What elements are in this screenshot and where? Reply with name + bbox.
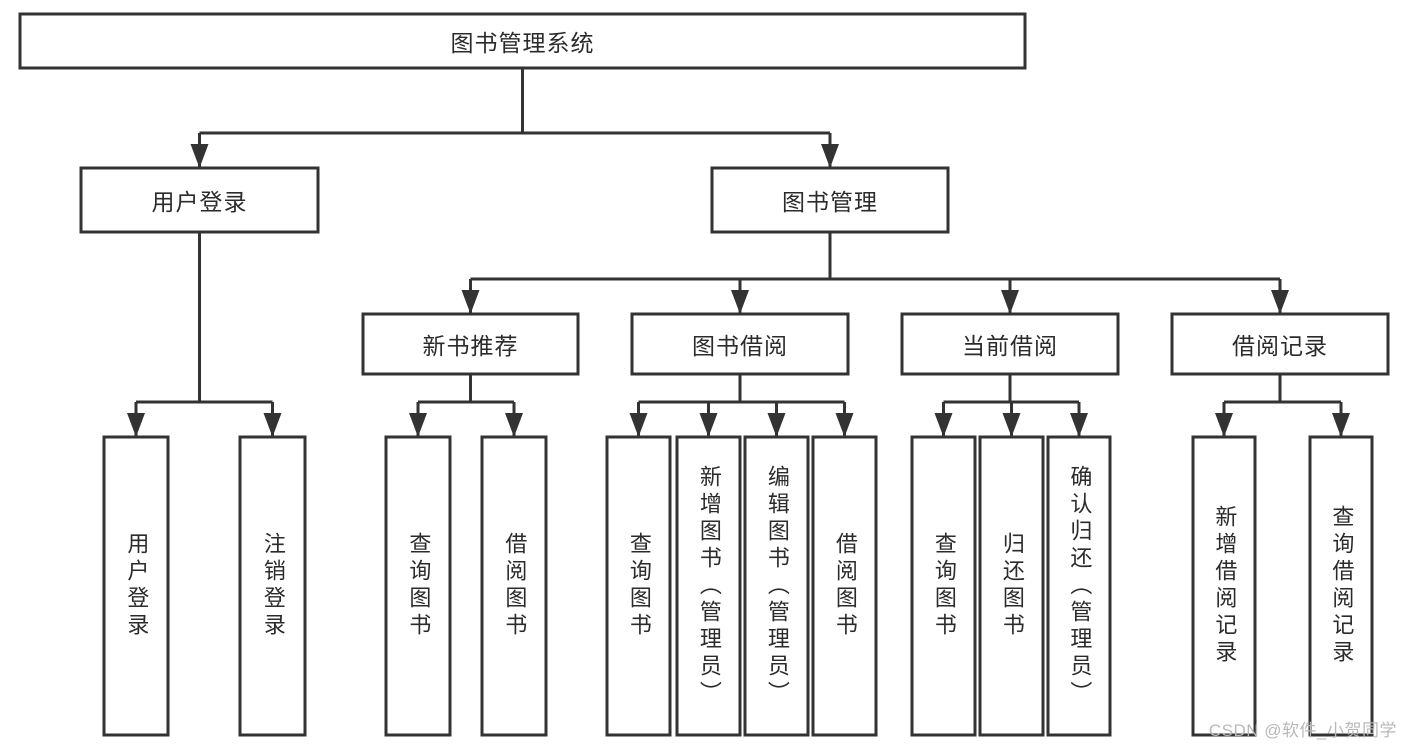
arrow-head-l3-borrow-record-0 [1215, 413, 1233, 437]
node-box-leaf-cb-confirm[interactable] [1046, 435, 1112, 737]
node-box-leaf-bb-query[interactable] [605, 435, 672, 737]
arrow-head-l2-book-manage-1 [731, 290, 749, 314]
node-box-root[interactable] [18, 12, 1027, 70]
watermark-text: CSDN @软件_小贺同学 [1208, 721, 1397, 740]
arrow-head-l2-book-manage-0 [461, 290, 480, 314]
arrow-head-l3-book-borrow-1 [699, 413, 718, 437]
node-box-l3-book-borrow[interactable] [630, 312, 850, 376]
node-box-leaf-nb-borrow[interactable] [480, 435, 548, 737]
arrow-head-l3-current-borrow-1 [1002, 413, 1021, 437]
arrow-head-l2-user-login-0 [127, 413, 145, 437]
node-box-leaf-user-logout[interactable] [238, 435, 307, 737]
arrow-head-l3-current-borrow-2 [1070, 413, 1088, 437]
node-box-leaf-user-login[interactable] [102, 435, 170, 737]
arrow-head-l2-book-manage-3 [1271, 290, 1289, 314]
node-box-leaf-nb-query[interactable] [384, 435, 452, 737]
arrow-head-root-0 [190, 144, 209, 168]
node-box-leaf-br-query[interactable] [1308, 435, 1374, 737]
connector-layer [127, 68, 1350, 437]
arrow-head-l3-new-book-0 [409, 413, 427, 437]
node-box-l3-new-book[interactable] [361, 312, 580, 376]
arrow-head-l2-book-manage-2 [1001, 290, 1019, 314]
node-box-leaf-bb-edit[interactable] [743, 435, 810, 737]
arrow-head-l3-book-borrow-0 [629, 413, 648, 437]
arrow-head-l3-new-book-1 [505, 413, 523, 437]
arrow-head-l3-book-borrow-3 [835, 413, 854, 437]
arrow-head-root-1 [821, 144, 839, 168]
node-box-l3-current-borrow[interactable] [900, 312, 1120, 376]
arrow-head-l2-user-login-1 [263, 413, 282, 437]
arrow-head-l3-book-borrow-2 [767, 413, 786, 437]
node-box-l2-book-manage[interactable] [710, 166, 950, 234]
node-box-leaf-br-add[interactable] [1191, 435, 1257, 737]
node-box-l3-borrow-record[interactable] [1170, 312, 1390, 376]
arrow-head-l3-current-borrow-0 [934, 413, 953, 437]
arrow-head-l3-borrow-record-1 [1332, 413, 1350, 437]
node-box-leaf-bb-borrow[interactable] [811, 435, 878, 737]
node-box-l2-user-login[interactable] [79, 166, 320, 234]
node-box-leaf-bb-add[interactable] [675, 435, 742, 737]
node-box-layer [18, 12, 1390, 737]
node-box-leaf-cb-query[interactable] [910, 435, 977, 737]
node-box-leaf-cb-return[interactable] [978, 435, 1045, 737]
